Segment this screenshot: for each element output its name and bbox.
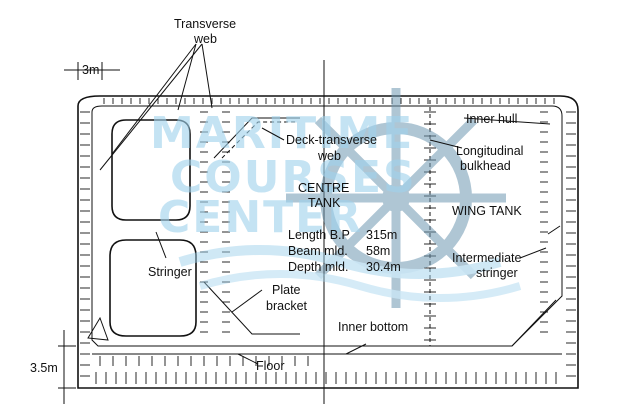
label-dim-3m: 3m [82, 63, 99, 77]
labels: Transverse web 3m Deck-transverse web In… [30, 17, 523, 375]
label-intermediate-stringer-line1: Intermediate [452, 251, 522, 265]
plate-bracket-line [203, 281, 300, 335]
label-floor: Floor [256, 359, 284, 373]
watermark-line-1: MARITIME [150, 108, 414, 159]
label-beam: Beam mld. [288, 244, 348, 258]
label-stringer: Stringer [148, 265, 192, 279]
label-inner-bottom: Inner bottom [338, 320, 408, 334]
label-deck-transverse-web-line1: Deck-transverse [286, 133, 377, 147]
stiffener-dashes [80, 98, 576, 384]
corner-bracket [87, 316, 109, 341]
value-depth: 30.4m [366, 260, 401, 274]
label-wing-tank: WING TANK [452, 204, 522, 218]
label-length-bp: Length B.P [288, 228, 350, 242]
ship-wheel-icon [178, 88, 522, 308]
leader-lines [99, 43, 561, 365]
transverse-web-frames [87, 117, 557, 347]
watermark-line-2: COURSES [170, 152, 417, 203]
watermark-line-3: CENTER [158, 192, 363, 243]
deck-transverse-web-inner [221, 121, 298, 159]
lower-wing-frame [109, 239, 197, 337]
label-plate-bracket-line2: bracket [266, 299, 308, 313]
maritime-courses-watermark: MARITIME COURSES CENTER [150, 88, 522, 308]
label-transverse-web-line1: Transverse [174, 17, 236, 31]
wing-hopper [511, 299, 557, 347]
label-centre-tank-line1: CENTRE [298, 181, 349, 195]
label-longitudinal-bulkhead-line1: Longitudinal [456, 144, 523, 158]
dimension-marks [58, 62, 120, 404]
label-deck-transverse-web-line2: web [317, 149, 341, 163]
label-longitudinal-bulkhead-line2: bulkhead [460, 159, 511, 173]
outer-hull [77, 95, 579, 389]
inner-hull [91, 105, 563, 347]
hull-structure [77, 60, 579, 404]
value-beam: 58m [366, 244, 390, 258]
label-transverse-web-line2: web [193, 32, 217, 46]
label-plate-bracket-line1: Plate [272, 283, 301, 297]
upper-wing-frame [111, 119, 191, 221]
label-inner-hull: Inner hull [466, 112, 517, 126]
label-centre-tank-line2: TANK [308, 196, 341, 210]
value-length-bp: 315m [366, 228, 397, 242]
deck-transverse-web [213, 117, 300, 159]
label-depth: Depth mld. [288, 260, 348, 274]
label-dim-3-5m: 3.5m [30, 361, 58, 375]
label-intermediate-stringer-line2: stringer [476, 266, 518, 280]
